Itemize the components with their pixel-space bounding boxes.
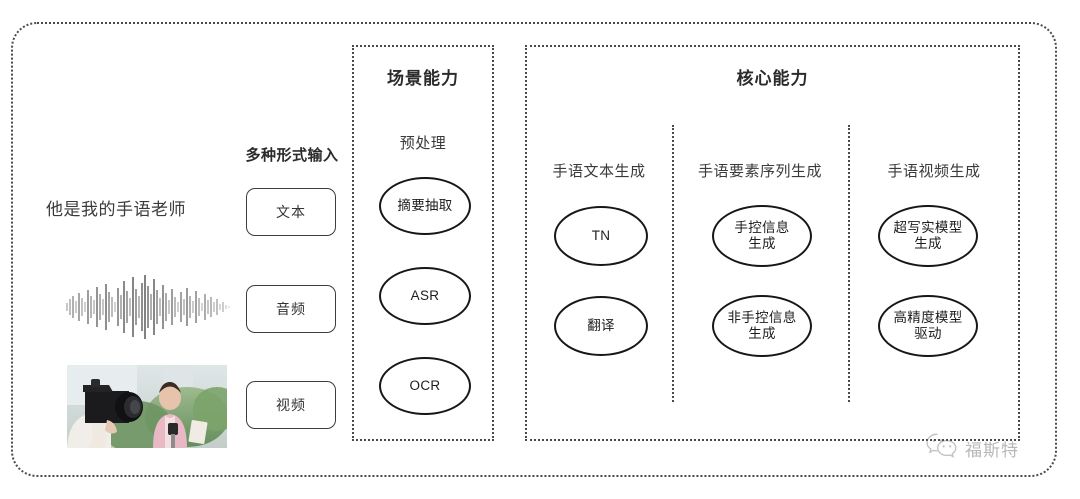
input-chip-text-label: 文本 [276,204,306,220]
input-column: 多种形式输入 他是我的手语老师 [20,40,340,448]
core-node-manual-info[interactable]: 手控信息生成 [712,205,812,267]
core-node-translate-label: 翻译 [587,318,615,334]
input-chip-video-label: 视频 [276,397,306,413]
core-node-highprecision-model-label: 高精度模型驱动 [893,310,963,341]
scene-node-ocr[interactable]: OCR [379,357,471,415]
watermark-text: 福斯特 [965,440,1019,460]
core-node-photoreal-model[interactable]: 超写实模型生成 [878,205,978,267]
scene-node-asr-label: ASR [410,288,440,304]
scene-panel-title: 场景能力 [387,69,459,88]
core-node-translate[interactable]: 翻译 [554,296,648,356]
core-node-photoreal-model-label: 超写实模型生成 [893,220,963,251]
input-chip-text[interactable]: 文本 [246,188,336,236]
wechat-icon [925,432,959,464]
watermark: 福斯特 [925,432,1019,464]
core-node-highprecision-model[interactable]: 高精度模型驱动 [878,295,978,357]
scene-node-ocr-label: OCR [409,378,441,394]
scene-node-asr[interactable]: ASR [379,267,471,325]
core-group-label-sequence: 手语要素序列生成 [697,163,822,180]
core-capability-panel [525,45,1020,441]
input-heading: 多种形式输入 [245,147,339,164]
core-column-divider-2 [848,125,850,402]
core-node-nonmanual-info-label: 非手控信息生成 [727,310,797,341]
scene-capability-panel [352,45,494,441]
scene-node-summary-label: 摘要抽取 [397,198,453,214]
input-chip-video[interactable]: 视频 [246,381,336,429]
core-node-tn-label: TN [591,228,611,244]
core-node-manual-info-label: 手控信息生成 [734,220,790,251]
core-node-tn[interactable]: TN [554,206,648,266]
core-panel-title: 核心能力 [736,69,809,88]
scene-node-summary[interactable]: 摘要抽取 [379,177,471,235]
outer-frame [11,22,1057,477]
sample-text: 他是我的手语老师 [46,200,186,219]
input-chip-audio-label: 音频 [276,301,306,317]
video-thumbnail-icon [67,365,227,448]
core-group-label-video: 手语视频生成 [887,163,981,180]
scene-group-label-preprocess: 预处理 [399,135,447,152]
core-group-label-text: 手语文本生成 [552,163,646,180]
core-column-divider-1 [672,125,674,402]
input-chip-audio[interactable]: 音频 [246,285,336,333]
audio-waveform-icon [62,272,234,342]
core-node-nonmanual-info[interactable]: 非手控信息生成 [712,295,812,357]
